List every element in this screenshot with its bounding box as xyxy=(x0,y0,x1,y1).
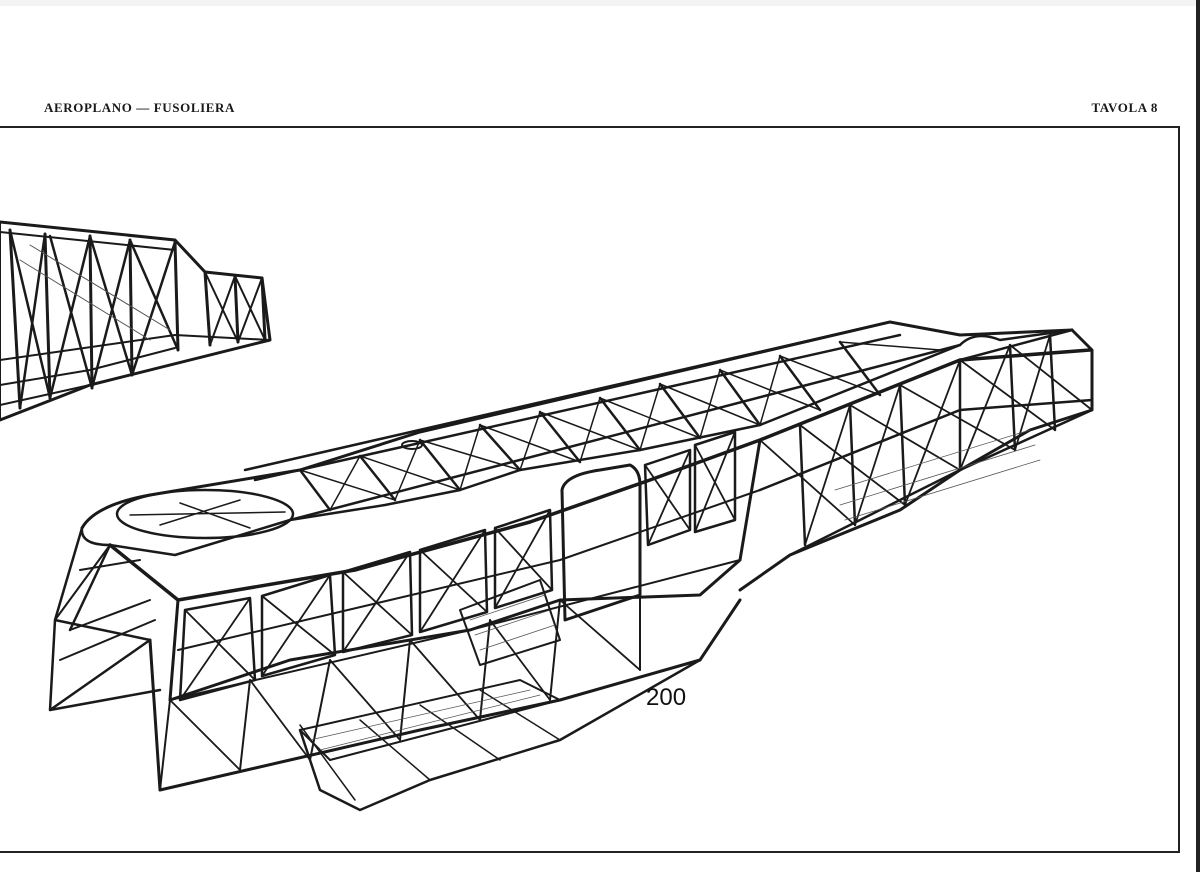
fuselage-illustration xyxy=(0,220,1094,812)
figure-number: 200 xyxy=(646,684,687,711)
page-title: AEROPLANO — FUSOLIERA xyxy=(44,100,236,115)
plate-number: TAVOLA 8 xyxy=(1091,100,1158,115)
scan-top-strip xyxy=(0,0,1200,6)
plate-frame xyxy=(0,126,1180,853)
left-truss-section xyxy=(0,220,272,422)
scan-right-edge xyxy=(1196,0,1200,872)
main-fuselage xyxy=(48,320,1094,812)
